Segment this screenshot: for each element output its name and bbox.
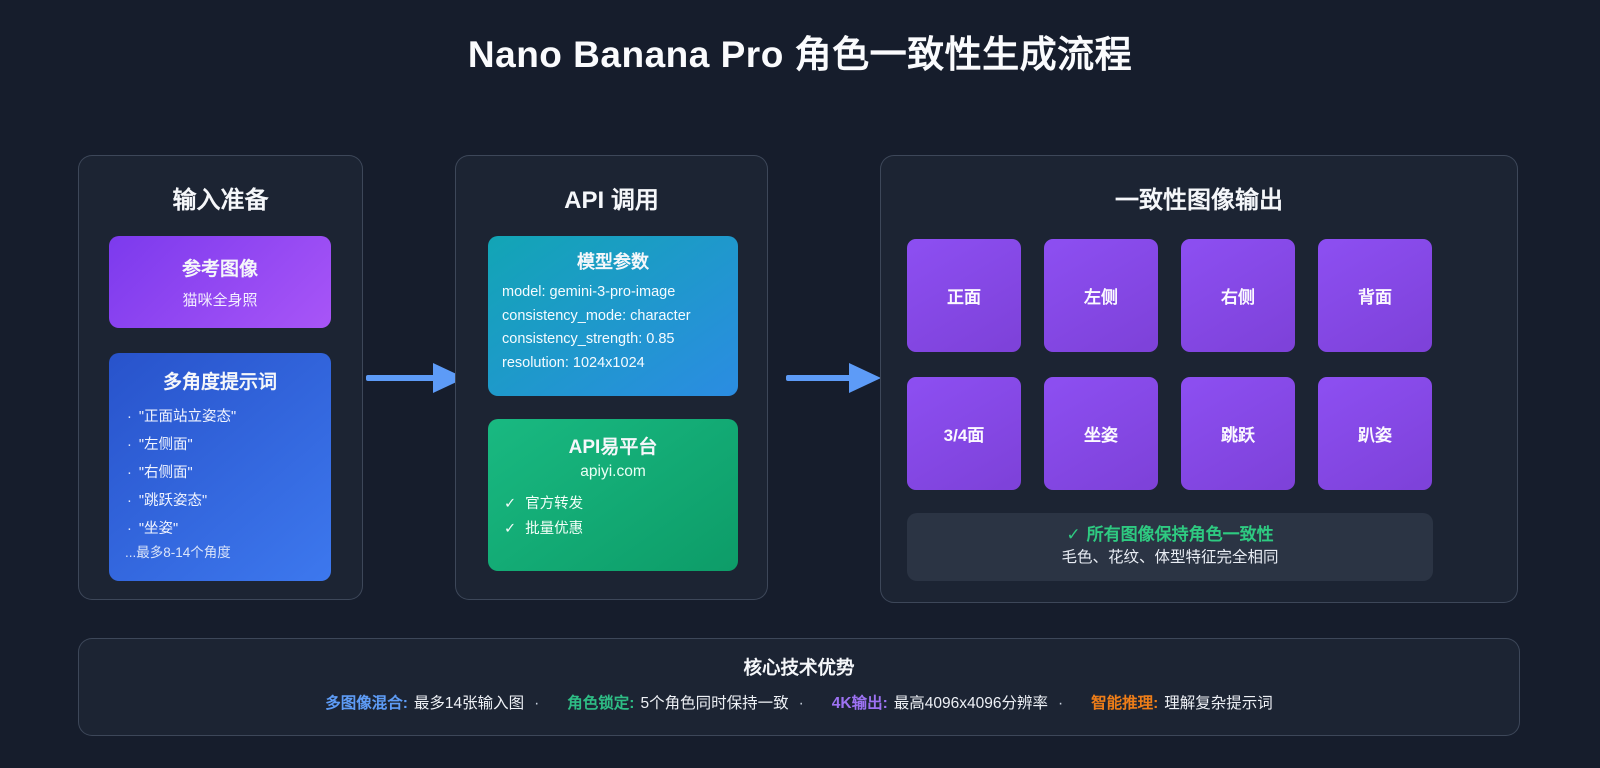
prompt-list: · "正面站立姿态" · "左侧面" · "右侧面" · "跳跃姿态" · "坐姿" xyxy=(125,403,315,543)
output-tile: 右侧 xyxy=(1181,239,1295,352)
advantage-text: 最多14张输入图 xyxy=(413,695,525,712)
model-params-lines: model: gemini-3-pro-image consistency_mo… xyxy=(502,281,724,375)
output-tile: 背面 xyxy=(1318,239,1432,352)
bullet-icon: · xyxy=(127,465,132,481)
check-icon: ✓ xyxy=(504,521,517,537)
output-tile: 3/4面 xyxy=(907,377,1021,490)
advantages-line: 多图像混合: 最多14张输入图 · 角色锁定: 5个角色同时保持一致 · 4K输出: 最高40… xyxy=(79,691,1519,713)
advantage-text: 5个角色同时保持一致 xyxy=(640,695,789,712)
panel-consistent-output: 一致性图像输出 正面 左侧 右侧 背面 3/4面 坐姿 跳跃 趴姿 ✓ 所有图像保… xyxy=(880,155,1518,603)
advantage-label: 智能推理: xyxy=(1091,695,1159,712)
advantage-text: 最高4096x4096分辨率 xyxy=(893,695,1048,712)
platform-feature-label: 批量优惠 xyxy=(525,521,584,537)
platform-feature: ✓ 批量优惠 xyxy=(504,517,722,542)
separator-dot: · xyxy=(534,695,540,712)
flow-arrow-icon xyxy=(786,360,881,396)
prompts-footnote: ...最多8-14个角度 xyxy=(125,545,231,560)
arrow-shaft xyxy=(366,375,436,381)
consistency-note-subtitle: 毛色、花纹、体型特征完全相同 xyxy=(1061,549,1279,566)
output-tile: 左侧 xyxy=(1044,239,1158,352)
output-tile-grid: 正面 左侧 右侧 背面 3/4面 坐姿 跳跃 趴姿 xyxy=(907,239,1433,490)
advantage-label: 多图像混合: xyxy=(325,695,408,712)
panel-input-preparation: 输入准备 参考图像 猫咪全身照 多角度提示词 · "正面站立姿态" · "左侧面" … xyxy=(78,155,363,600)
multi-angle-prompts-card: 多角度提示词 · "正面站立姿态" · "左侧面" · "右侧面" · "跳跃姿态" ·… xyxy=(109,353,331,581)
model-params-card: 模型参数 model: gemini-3-pro-image consisten… xyxy=(488,236,738,396)
page-title: Nano Banana Pro 角色一致性生成流程 xyxy=(467,34,1133,75)
advantage-item: 多图像混合: 最多14张输入图 xyxy=(325,695,524,712)
api-platform-features: ✓ 官方转发 ✓ 批量优惠 xyxy=(504,492,722,542)
prompt-item: · "正面站立姿态" xyxy=(127,403,315,431)
reference-card-subtitle: 猫咪全身照 xyxy=(182,292,258,309)
platform-feature-label: 官方转发 xyxy=(525,496,584,512)
platform-feature: ✓ 官方转发 xyxy=(504,492,722,517)
separator-dot: · xyxy=(798,695,804,712)
bullet-icon: · xyxy=(127,437,132,453)
separator-dot: · xyxy=(1057,695,1064,712)
output-tile: 趴姿 xyxy=(1318,377,1432,490)
arrow-shaft xyxy=(786,375,852,381)
bullet-icon: · xyxy=(127,493,132,509)
advantage-item: 智能推理: 理解复杂提示词 xyxy=(1091,695,1273,712)
panel-output-header: 一致性图像输出 xyxy=(1115,187,1283,214)
advantage-item: 4K输出: 最高4096x4096分辨率 xyxy=(832,695,1048,712)
output-tile: 正面 xyxy=(907,239,1021,352)
advantage-label: 4K输出: xyxy=(831,695,888,712)
model-params-title: 模型参数 xyxy=(577,252,649,272)
panel-input-header: 输入准备 xyxy=(172,187,269,214)
advantages-header: 核心技术优势 xyxy=(743,657,855,678)
param-line: consistency_mode: character xyxy=(502,307,691,324)
advantage-item: 角色锁定: 5个角色同时保持一致 xyxy=(567,695,788,712)
bullet-icon: · xyxy=(127,521,132,537)
prompts-card-title: 多角度提示词 xyxy=(162,372,277,393)
prompt-item: · "坐姿" xyxy=(127,515,315,543)
param-line: model: gemini-3-pro-image xyxy=(502,284,676,300)
prompt-item-label: "坐姿" xyxy=(138,521,179,537)
consistency-note-text: 所有图像保持角色一致性 xyxy=(1086,525,1274,544)
param-line: consistency_strength: 0.85 xyxy=(502,331,675,347)
panel-api-header: API 调用 xyxy=(564,187,659,214)
bullet-icon: · xyxy=(127,409,132,425)
api-platform-card: API易平台 apiyi.com ✓ 官方转发 ✓ 批量优惠 xyxy=(488,419,738,571)
arrow-head xyxy=(849,363,881,393)
panel-api-call: API 调用 模型参数 model: gemini-3-pro-image co… xyxy=(455,155,768,600)
consistency-note-title: ✓ 所有图像保持角色一致性 xyxy=(907,524,1433,546)
api-platform-domain: apiyi.com xyxy=(580,463,646,480)
flow-arrow-icon xyxy=(366,360,465,396)
prompt-item: · "跳跃姿态" xyxy=(127,487,315,515)
prompt-item-label: "正面站立姿态" xyxy=(138,409,237,425)
advantage-label: 角色锁定: xyxy=(567,695,635,712)
check-icon: ✓ xyxy=(1066,525,1081,544)
consistency-note: ✓ 所有图像保持角色一致性 毛色、花纹、体型特征完全相同 xyxy=(907,513,1433,581)
param-line: resolution: 1024x1024 xyxy=(502,354,645,371)
reference-image-card: 参考图像 猫咪全身照 xyxy=(109,236,331,328)
advantage-text: 理解复杂提示词 xyxy=(1164,695,1273,712)
output-tile: 跳跃 xyxy=(1181,377,1295,490)
reference-card-title: 参考图像 xyxy=(181,259,258,280)
output-tile: 坐姿 xyxy=(1044,377,1158,490)
api-platform-title: API易平台 xyxy=(568,437,658,458)
panel-core-advantages: 核心技术优势 多图像混合: 最多14张输入图 · 角色锁定: 5个角色同时保持一致 · 4K… xyxy=(78,638,1520,736)
prompt-item-label: "左侧面" xyxy=(138,437,193,453)
check-icon: ✓ xyxy=(504,496,517,512)
prompt-item: · "右侧面" xyxy=(127,459,315,487)
prompt-item: · "左侧面" xyxy=(127,431,315,459)
prompt-item-label: "跳跃姿态" xyxy=(138,493,208,509)
prompt-item-label: "右侧面" xyxy=(138,465,193,481)
